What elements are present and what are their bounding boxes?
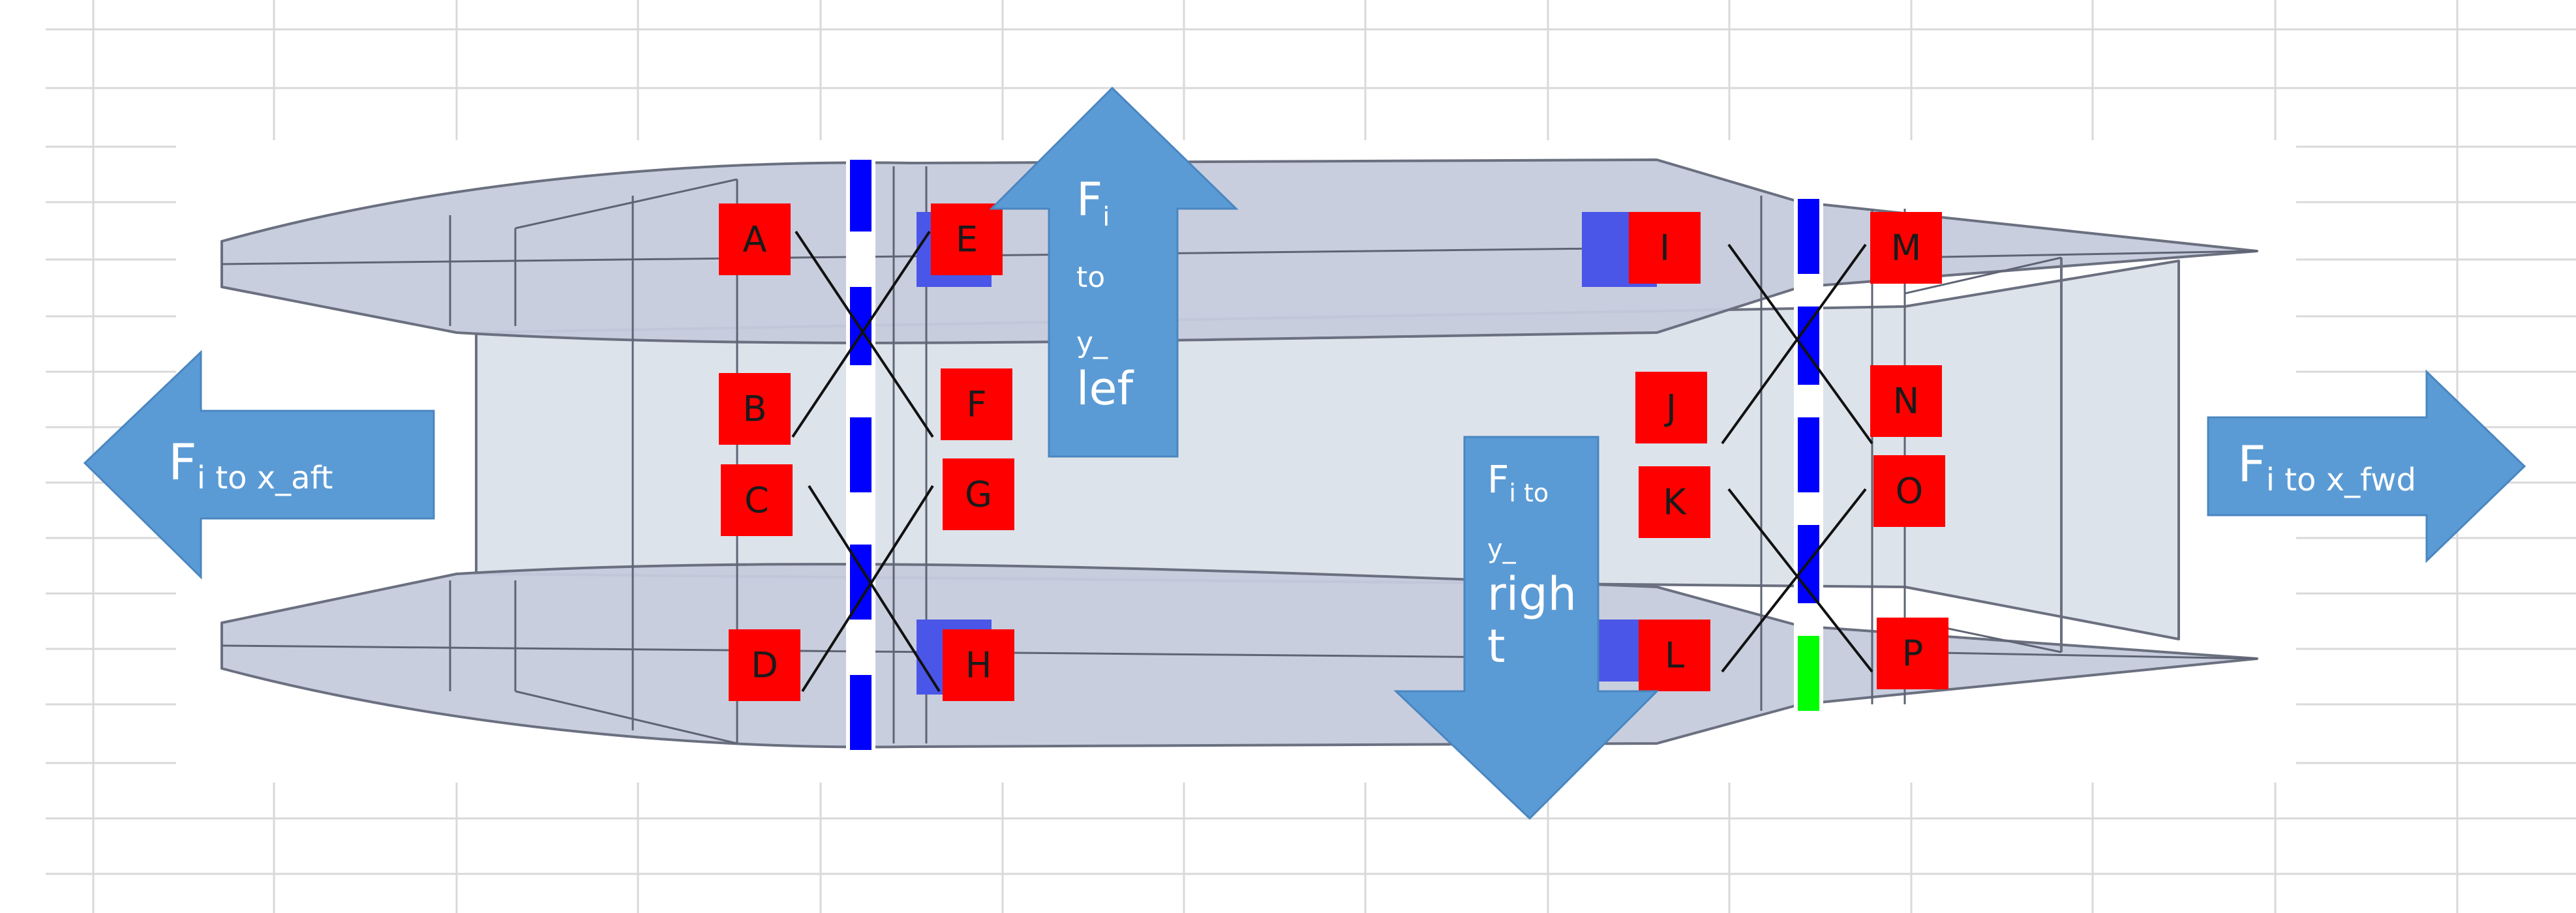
arrow-y-left-sub: i — [1102, 202, 1110, 232]
forward-bulkhead — [1794, 199, 1823, 711]
svg-text:Fi to: Fi to — [1487, 457, 1549, 507]
label-J: J — [1635, 372, 1707, 443]
label-K: K — [1639, 466, 1710, 538]
label-A-text: A — [743, 219, 767, 260]
label-E-text: E — [956, 219, 978, 260]
arrow-y-left-line2: to — [1076, 261, 1105, 294]
svg-text:Fi: Fi — [1076, 173, 1110, 232]
label-K-text: K — [1663, 482, 1687, 523]
cross-bracing — [791, 230, 1873, 693]
arrow-y-left-line3: y_ — [1076, 326, 1108, 359]
label-D: D — [729, 629, 800, 701]
arrow-aft-sub: i to x_aft — [197, 460, 333, 496]
label-P: P — [1877, 618, 1948, 689]
label-O-text: O — [1896, 471, 1924, 512]
arrow-y-left-main: F — [1076, 173, 1102, 226]
arrow-y-left: Fi to y_ lef — [989, 86, 1239, 458]
arrow-aft: Fi to x_aft — [83, 350, 435, 580]
arrow-fwd: Fi to x_fwd — [2207, 369, 2526, 563]
svg-text:Fi to x_aft: Fi to x_aft — [168, 433, 333, 496]
aft-bulkhead — [846, 160, 875, 750]
label-F: F — [941, 368, 1012, 440]
arrow-y-right-line3: righ — [1487, 567, 1577, 621]
label-G: G — [943, 458, 1014, 530]
label-F-text: F — [966, 384, 986, 425]
vessel-hull — [220, 158, 2258, 749]
label-E: E — [931, 203, 1003, 275]
label-D-text: D — [751, 645, 778, 686]
label-H: H — [943, 629, 1014, 701]
label-C: C — [721, 464, 793, 536]
arrow-y-right-line4: t — [1487, 620, 1505, 673]
label-M-text: M — [1891, 228, 1922, 269]
label-N-text: N — [1893, 381, 1919, 422]
label-B-text: B — [742, 389, 766, 430]
label-J-text: J — [1664, 387, 1676, 428]
arrow-y-right-sub: i to — [1509, 479, 1549, 507]
arrow-y-right-line2: y_ — [1487, 534, 1517, 564]
arrow-aft-main: F — [168, 433, 197, 491]
label-I-text: I — [1659, 228, 1670, 269]
label-I: I — [1629, 212, 1701, 284]
label-B: B — [719, 373, 791, 445]
label-M: M — [1870, 212, 1942, 284]
green-segment — [1798, 636, 1819, 711]
label-N: N — [1870, 365, 1942, 437]
arrow-y-right-main: F — [1487, 457, 1509, 501]
label-O: O — [1873, 455, 1945, 527]
arrow-fwd-main: F — [2237, 435, 2266, 493]
label-G-text: G — [965, 474, 992, 515]
arrow-fwd-sub: i to x_fwd — [2266, 462, 2416, 498]
label-P-text: P — [1902, 633, 1924, 674]
label-L-text: L — [1665, 635, 1684, 676]
svg-text:Fi to x_fwd: Fi to x_fwd — [2237, 435, 2416, 498]
label-H-text: H — [965, 645, 992, 686]
label-L: L — [1639, 620, 1710, 691]
label-C-text: C — [744, 480, 769, 521]
label-A: A — [719, 203, 791, 275]
arrow-y-right: Fi to y_ righ t — [1393, 436, 1659, 820]
arrow-y-left-line4: lef — [1076, 362, 1134, 415]
